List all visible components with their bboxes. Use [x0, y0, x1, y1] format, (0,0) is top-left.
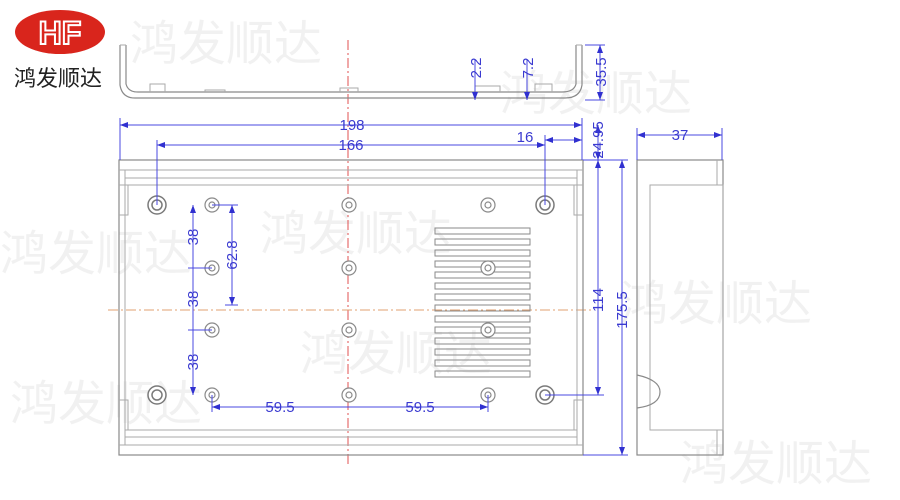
mounting-holes [147, 195, 555, 405]
vent-slot [434, 359, 531, 367]
mounting-hole [341, 260, 357, 276]
svg-text:鸿发顺达: 鸿发顺达 [260, 206, 452, 262]
svg-text:鸿发顺达: 鸿发顺达 [300, 326, 492, 382]
dim-114: 114 [590, 288, 607, 312]
vent-slot [434, 282, 531, 290]
mounting-hole-large [147, 385, 167, 405]
dim-2-2: 2.2 [468, 58, 485, 79]
svg-text:鸿发顺达: 鸿发顺达 [680, 436, 872, 492]
dim-175-5: 175.5 [614, 291, 631, 329]
dim-16: 16 [517, 129, 534, 146]
hole-inner [345, 264, 353, 272]
mounting-hole [480, 197, 496, 213]
dim-166: 166 [338, 137, 363, 154]
vent-grille [434, 227, 531, 378]
svg-text:鸿发顺达: 鸿发顺达 [10, 376, 202, 432]
dim-198: 198 [339, 117, 364, 134]
mounting-hole [341, 387, 357, 403]
hole-inner [484, 264, 492, 272]
vent-slot [434, 249, 531, 257]
svg-text:鸿发顺达: 鸿发顺达 [0, 226, 192, 282]
vent-slot [434, 238, 531, 246]
dim-37: 37 [672, 127, 689, 144]
vent-slot [434, 315, 531, 323]
main-view [118, 159, 584, 456]
dimension-labels: 198 166 16 37 35.5 24.95 114 175.5 2.2 7… [185, 57, 688, 416]
side-view [636, 159, 724, 456]
dim-38-2: 38 [185, 291, 202, 308]
vent-slot [434, 304, 531, 312]
hole-inner [484, 201, 492, 209]
dimension-lines [119, 44, 723, 456]
dim-38-1: 38 [185, 229, 202, 246]
vent-slot [434, 293, 531, 301]
watermark: 鸿发顺达 鸿发顺达 鸿发顺达 鸿发顺达 鸿发顺达 鸿发顺达 鸿发顺达 鸿发顺达 [0, 16, 872, 492]
svg-text:鸿发顺达: 鸿发顺达 [500, 66, 692, 122]
hole-inner [345, 391, 353, 399]
dim-35-5: 35.5 [593, 57, 610, 86]
vent-slot [434, 227, 531, 235]
mounting-hole [341, 322, 357, 338]
mounting-hole [480, 322, 496, 338]
hole-inner [484, 326, 492, 334]
hole-inner [345, 326, 353, 334]
dim-24-95: 24.95 [590, 121, 607, 159]
logo-name: 鸿发顺达 [14, 67, 102, 92]
hole-inner [151, 389, 163, 401]
logo: HF 鸿发顺达 [14, 10, 105, 92]
mounting-hole [480, 260, 496, 276]
dim-59-5-left: 59.5 [265, 399, 294, 416]
profile-view [119, 44, 583, 99]
hole-inner [345, 201, 353, 209]
dim-62-8: 62.8 [224, 240, 241, 269]
svg-text:鸿发顺达: 鸿发顺达 [620, 276, 812, 332]
mounting-hole [341, 197, 357, 213]
vent-slot [434, 370, 531, 378]
dim-7-2: 7.2 [520, 58, 537, 79]
logo-mark: HF [39, 15, 82, 51]
vent-slot [434, 348, 531, 356]
dim-59-5-right: 59.5 [405, 399, 434, 416]
dim-38-3: 38 [185, 354, 202, 371]
svg-text:鸿发顺达: 鸿发顺达 [130, 16, 322, 72]
vent-slot [434, 337, 531, 345]
